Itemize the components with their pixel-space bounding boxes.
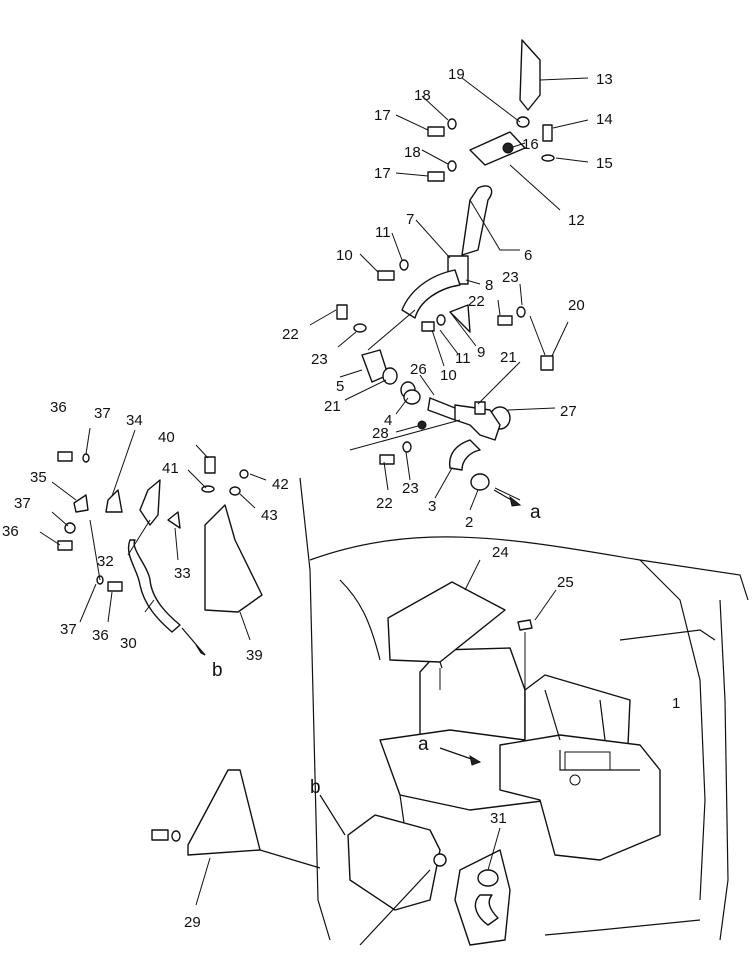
console	[499, 674, 661, 861]
callout-18a: 18	[414, 87, 431, 104]
callout-36a: 36	[50, 399, 67, 416]
callout-22b: 22	[468, 293, 485, 310]
callout-1: 1	[672, 695, 680, 712]
floor-mat	[387, 559, 557, 690]
callout-18b: 18	[404, 144, 421, 161]
callout-15: 15	[596, 155, 613, 172]
callout-17a: 17	[374, 107, 391, 124]
callout-20: 20	[568, 297, 585, 314]
duct-assembly	[336, 39, 555, 491]
callout-33: 33	[174, 565, 191, 582]
callout-23a: 23	[311, 351, 328, 368]
callout-5: 5	[336, 378, 344, 395]
callout-27: 27	[560, 403, 577, 420]
callout-labels: 1 2 3 4 5 6 7 8 9 10 10 11 11 12 13 14 1…	[2, 66, 680, 931]
callout-a-top: a	[530, 502, 541, 523]
callout-19: 19	[448, 66, 465, 83]
left-assembly	[39, 427, 267, 641]
callout-25: 25	[557, 574, 574, 591]
callout-2: 2	[465, 514, 473, 531]
callout-28: 28	[372, 425, 389, 442]
leader-lines	[309, 77, 589, 511]
callout-37c: 37	[60, 621, 77, 638]
callout-22c: 22	[376, 495, 393, 512]
callout-29: 29	[184, 914, 201, 931]
callout-11a: 11	[375, 224, 391, 241]
callout-3: 3	[428, 498, 436, 515]
callout-34: 34	[126, 412, 143, 429]
callout-23b: 23	[502, 269, 519, 286]
callout-31: 31	[490, 810, 507, 827]
callout-4: 4	[384, 412, 392, 429]
callout-26: 26	[410, 361, 427, 378]
callout-32: 32	[97, 553, 114, 570]
callout-10b: 10	[440, 367, 457, 384]
callout-36c: 36	[92, 627, 109, 644]
callout-40: 40	[158, 429, 175, 446]
callout-37a: 37	[94, 405, 111, 422]
cab-outline	[299, 477, 749, 941]
callout-14: 14	[596, 111, 613, 128]
callout-8: 8	[485, 277, 493, 294]
callout-37b: 37	[14, 495, 31, 512]
callout-b-cab: b	[310, 777, 321, 798]
lower-parts	[151, 769, 511, 946]
callout-21a: 21	[324, 398, 341, 415]
callout-9: 9	[477, 344, 485, 361]
callout-a-cab: a	[418, 734, 429, 755]
callout-16: 16	[522, 136, 539, 153]
callout-22a: 22	[282, 326, 299, 343]
callout-21b: 21	[500, 349, 517, 366]
callout-11b: 11	[455, 350, 471, 367]
callout-43: 43	[261, 507, 278, 524]
callout-12: 12	[568, 212, 585, 229]
callout-23c: 23	[402, 480, 419, 497]
callout-42: 42	[272, 476, 289, 493]
callout-17b: 17	[374, 165, 391, 182]
callout-10a: 10	[336, 247, 353, 264]
callout-13: 13	[596, 71, 613, 88]
callout-39: 39	[246, 647, 263, 664]
callout-35: 35	[30, 469, 47, 486]
callout-6: 6	[524, 247, 532, 264]
callout-7: 7	[406, 211, 414, 228]
reference-arrows	[181, 489, 522, 836]
callout-24: 24	[492, 544, 509, 561]
callout-41: 41	[162, 460, 179, 477]
callout-30: 30	[120, 635, 137, 652]
callout-36b: 36	[2, 523, 19, 540]
callout-b-left: b	[212, 660, 223, 681]
